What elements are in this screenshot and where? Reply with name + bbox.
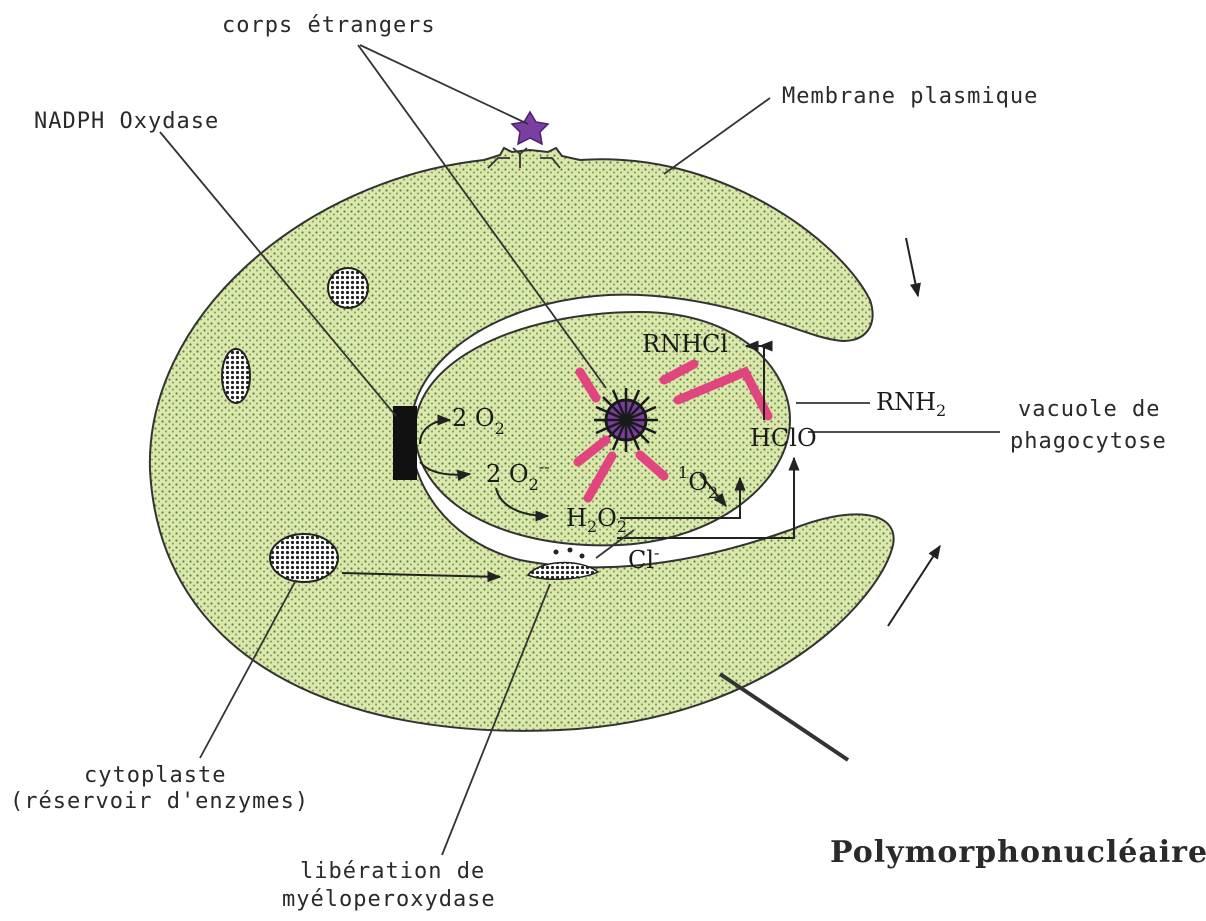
label-nadph-oxydase: NADPH Oxydase [34,109,219,134]
mpo-dot [568,548,573,553]
chem-rnh2: RNH2 [876,388,946,420]
label-cytoplaste-line1: cytoplaste [84,763,226,788]
granule-top [328,268,368,308]
label-liberation-line2: myéloperoxydase [282,887,496,912]
chem-rnhcl: RNHCl [642,330,728,358]
label-polymorphonucleaire: Polymorphonucléaire [830,835,1206,870]
label-vacuole-line2: phagocytose [1010,429,1167,454]
label-corps-etrangers: corps étrangers [222,13,436,38]
label-vacuole-line1: vacuole de [1018,397,1160,422]
granule-left [222,349,250,403]
label-cytoplaste-line2: (réservoir d'enzymes) [10,789,309,814]
mpo-dot [554,550,559,555]
cytoplaste-granule [270,534,338,582]
label-liberation-line1: libération de [300,859,485,884]
chem-hclo: HClO [750,424,817,452]
mpo-dot [580,554,585,559]
polymorpho-pointer [720,674,848,760]
nadph-oxidase-block [393,406,417,480]
foreign-body-star [512,112,548,144]
label-membrane-plasmique: Membrane plasmique [782,84,1038,109]
